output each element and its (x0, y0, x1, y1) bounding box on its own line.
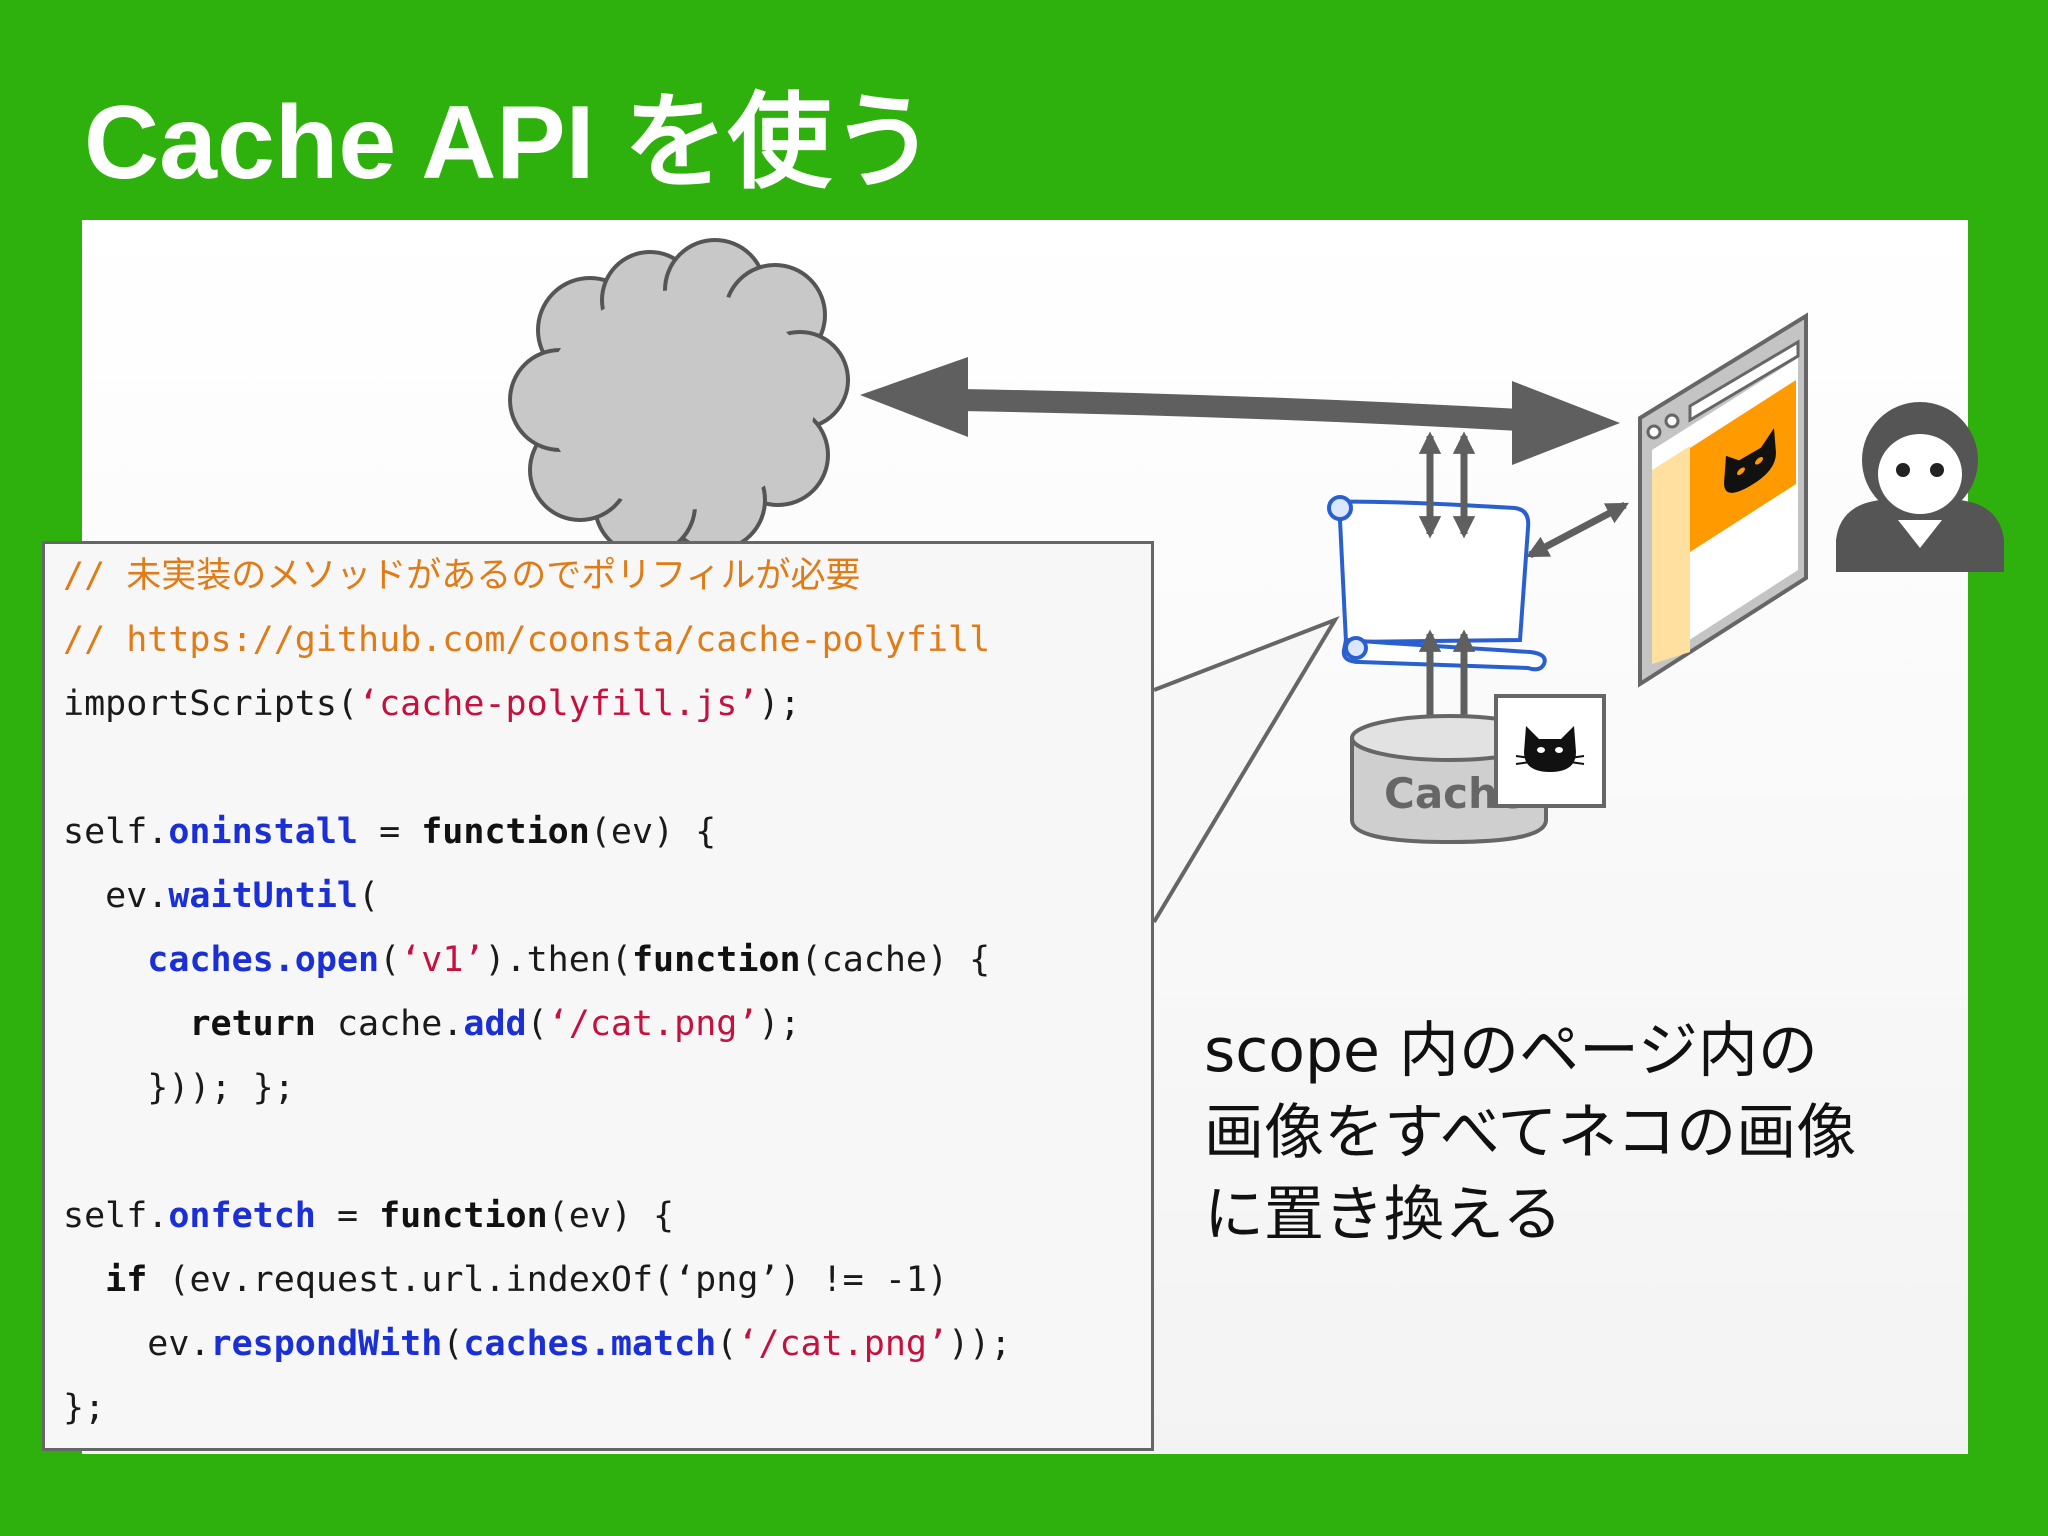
description-line: 画像をすべてネコの画像 (1204, 1098, 1857, 1168)
code-token: // https://github.com/coonsta/cache-poly… (63, 620, 991, 660)
code-token: ( (526, 1004, 548, 1044)
code-token: caches.open (147, 940, 380, 980)
code-token: function (379, 1196, 548, 1236)
code-line: return cache.add(‘/cat.png’); (63, 1002, 801, 1046)
code-token: ev. (63, 1324, 211, 1364)
code-token: ‘/cat.png’ (737, 1324, 949, 1364)
code-token: self. (63, 812, 169, 852)
code-token: respondWith (210, 1324, 443, 1364)
code-line: // 未実装のメソッドがあるのでポリフィルが必要 (63, 554, 861, 598)
code-token: (cache) { (800, 940, 991, 980)
description-line: に置き換える (1204, 1180, 1563, 1250)
code-line: caches.open(‘v1’).then(function(cache) { (63, 938, 990, 982)
code-line: }; (63, 1386, 105, 1430)
code-token: ( (442, 1324, 464, 1364)
code-token: ‘cache-polyfill.js’ (358, 684, 759, 724)
code-token: // 未実装のメソッドがあるのでポリフィルが必要 (63, 556, 861, 596)
code-line: self.onfetch = function(ev) { (63, 1194, 674, 1238)
code-token: importScripts( (63, 684, 359, 724)
user-icon (1836, 402, 2004, 572)
code-token: )); (948, 1324, 1012, 1364)
code-token: }; (63, 1388, 106, 1428)
code-token: (ev) { (547, 1196, 675, 1236)
slide-title: Cache API を使う (84, 85, 936, 201)
code-line: ev.respondWith(caches.match(‘/cat.png’))… (63, 1322, 1011, 1366)
code-token: ( (716, 1324, 738, 1364)
browser-window-icon (1638, 312, 1808, 688)
code-token (63, 940, 147, 980)
code-line: })); }; (63, 1066, 295, 1110)
browser-sw-arrow (1526, 501, 1629, 559)
code-token (63, 1004, 189, 1044)
description-text: scope 内のページ内の 画像をすべてネコの画像 に置き換える (1204, 1010, 1964, 1256)
code-token: ( (379, 940, 401, 980)
code-token: caches.match (463, 1324, 717, 1364)
code-block: // 未実装のメソッドがあるのでポリフィルが必要 // https://githu… (42, 541, 1154, 1451)
code-token: if (105, 1260, 148, 1300)
code-line: self.oninstall = function(ev) { (63, 810, 716, 854)
callout-pointer (1152, 616, 1340, 924)
code-token: ‘/cat.png’ (547, 1004, 759, 1044)
code-token: oninstall (168, 812, 359, 852)
code-token: onfetch (168, 1196, 316, 1236)
code-token: function (631, 940, 801, 980)
code-token: add (463, 1004, 527, 1044)
code-token: ); (758, 684, 801, 724)
sw-network-arrows (1418, 431, 1476, 539)
code-line: if (ev.request.url.indexOf(‘png’) != -1) (63, 1258, 948, 1302)
cloud-icon (508, 238, 850, 557)
code-token: })); }; (63, 1068, 295, 1108)
description-line: scope 内のページ内の (1204, 1016, 1818, 1086)
code-token: (ev.request.url.indexOf(‘png’) != -1) (147, 1260, 949, 1300)
network-arrow (860, 357, 1620, 465)
code-token: self. (63, 1196, 169, 1236)
code-token: waitUntil (168, 876, 359, 916)
code-line: // https://github.com/coonsta/cache-poly… (63, 618, 990, 662)
code-token: ‘v1’ (400, 940, 485, 980)
code-token: ).then( (484, 940, 632, 980)
code-line: importScripts(‘cache-polyfill.js’); (63, 682, 801, 726)
code-line: ev.waitUntil( (63, 874, 379, 918)
code-token: = (315, 1196, 380, 1236)
code-token: ( (358, 876, 380, 916)
code-token: ); (758, 1004, 801, 1044)
code-token: cache. (315, 1004, 464, 1044)
cat-image-icon (1494, 694, 1606, 808)
code-token: (ev) { (589, 812, 717, 852)
code-token: return (189, 1004, 316, 1044)
code-token: ev. (63, 876, 169, 916)
scroll-service-worker-icon (1327, 495, 1547, 672)
code-token (63, 1260, 105, 1300)
code-token: = (358, 812, 422, 852)
code-token: function (421, 812, 590, 852)
